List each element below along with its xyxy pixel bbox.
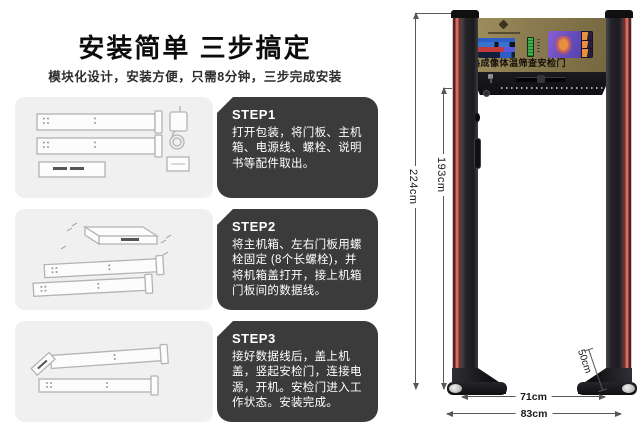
inner-width-dimension-line: 71cm (461, 390, 606, 403)
assembled-panels-icon (30, 343, 169, 396)
inner-height-dimension-line (440, 87, 447, 390)
step1-illustration (15, 97, 213, 198)
step1-text: 打开包装，将门板、主机箱、电源线、螺栓、说明书等配件取出。 (232, 127, 362, 170)
display-footer-row (478, 52, 515, 58)
product-name-banner: 热成像体温筛查安检门 (471, 58, 567, 68)
info-display (478, 38, 515, 58)
handle-slot (474, 138, 481, 169)
step1-box: STEP1 打开包装，将门板、主机箱、电源线、螺栓、说明书等配件取出。 (217, 97, 378, 198)
led-indicator (527, 37, 534, 57)
led-strip (452, 18, 461, 390)
thermal-thumbnail (582, 49, 592, 58)
thermal-person-icon (555, 36, 572, 55)
indicator-dots-row (496, 87, 604, 89)
display-header-row (478, 38, 515, 42)
camera-arm (490, 78, 492, 84)
camera-icon (481, 74, 501, 100)
camera-mount (488, 74, 493, 79)
step3-box: STEP3 接好数据线后，盖上机盖，竖起安检门，连接电源，开机。安检门进入工作状… (217, 321, 378, 422)
step3-text: 接好数据线后，盖上机盖，竖起安检门，连接电源，开机。安检门进入工作状态。安装完成… (232, 351, 362, 410)
step-row-2: STEP2 将主机箱、左右门板用螺栓固定 (8个长螺栓)，并将机箱盖打开，接上机… (12, 209, 378, 310)
bolting-panels-icon (32, 222, 172, 297)
pillar-body (606, 18, 623, 390)
led-strip (623, 18, 632, 390)
step2-text: 将主机箱、左右门板用螺栓固定 (8个长螺栓)，并将机箱盖打开，接上机箱门板间的数… (232, 239, 362, 298)
thermal-display (548, 31, 593, 58)
gate-right-pillar (605, 10, 633, 390)
display-alert-row (478, 47, 515, 52)
brand-logo-icon (498, 19, 509, 30)
gate-left-base (447, 382, 507, 395)
gate-crossbar: 热成像体温筛查安检门 (470, 18, 612, 72)
outer-height-label: 224cm (407, 166, 419, 208)
led-indicator-scale (537, 39, 540, 54)
pillar-top-cap (451, 10, 479, 18)
page-subtitle: 模块化设计，安装方便，只需8分钟，三步完成安装 (48, 70, 342, 84)
brand-text-line (488, 32, 520, 34)
base-depth-label: 50cm (575, 348, 594, 375)
crossbar-underside (470, 72, 612, 95)
thermal-thumbnails (581, 31, 593, 58)
outer-height-extension-line (416, 13, 452, 14)
pillar-top-cap (605, 10, 633, 18)
camera-body (482, 83, 498, 94)
thermal-thumbnail (582, 32, 592, 40)
inner-height-label: 193cm (435, 154, 447, 196)
base-end-cap (449, 384, 462, 393)
page-title: 安装简单 三步搞定 (78, 33, 312, 63)
step-row-3: STEP3 接好数据线后，盖上机盖，竖起安检门，连接电源，开机。安检门进入工作状… (12, 321, 378, 422)
step-row-1: STEP1 打开包装，将门板、主机箱、电源线、螺栓、说明书等配件取出。 (12, 97, 378, 198)
step3-illustration (15, 321, 213, 422)
thermal-thumbnail (582, 40, 592, 49)
pillar-body (461, 18, 481, 390)
step2-box: STEP2 将主机箱、左右门板用螺栓固定 (8个长螺栓)，并将机箱盖打开，接上机… (217, 209, 378, 310)
slider-knob (537, 75, 545, 83)
outer-width-dimension-line: 83cm (446, 407, 622, 420)
base-end-cap (622, 384, 635, 393)
outer-width-label: 83cm (515, 407, 553, 420)
gate-left-pillar (451, 10, 481, 390)
inner-width-label: 71cm (515, 390, 552, 403)
installation-guide: 安装简单 三步搞定 模块化设计，安装方便，只需8分钟，三步完成安装 (12, 0, 378, 440)
display-data-row (478, 42, 515, 47)
unpacking-parts-icon (36, 106, 190, 178)
sensor-icon (475, 113, 480, 122)
step2-illustration (15, 209, 213, 310)
camera-lens (483, 90, 490, 97)
step2-label: STEP2 (232, 219, 276, 234)
step1-label: STEP1 (232, 107, 276, 122)
step3-label: STEP3 (232, 331, 276, 346)
